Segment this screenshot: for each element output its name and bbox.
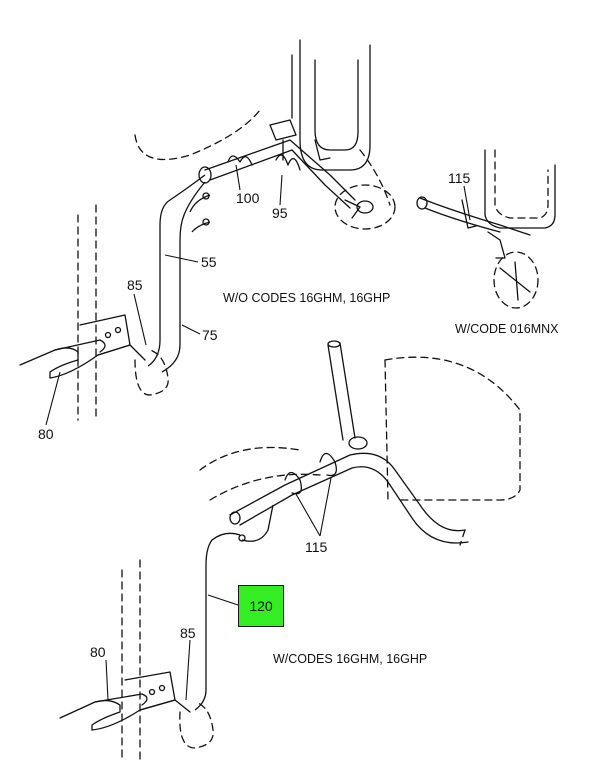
lower-frame-clip bbox=[59, 559, 214, 761]
lower-fender-assembly bbox=[199, 340, 521, 546]
callout-75: 75 bbox=[202, 327, 218, 343]
callout-55: 55 bbox=[201, 254, 217, 270]
callout-100: 100 bbox=[236, 190, 260, 206]
callout-115-side: 115 bbox=[448, 170, 471, 186]
upper-harness bbox=[147, 174, 211, 373]
callout-95: 95 bbox=[272, 205, 288, 221]
callout-85-bottom: 85 bbox=[180, 625, 196, 641]
side-detail-assembly bbox=[416, 149, 556, 309]
callout-115-lower: 115 bbox=[305, 539, 328, 555]
leader-lines bbox=[45, 164, 471, 701]
callout-80-bottom: 80 bbox=[90, 644, 106, 660]
callout-120: 120 bbox=[249, 598, 273, 614]
caption-lower: W/CODES 16GHM, 16GHP bbox=[273, 652, 428, 666]
caption-side: W/CODE 016MNX bbox=[455, 322, 559, 336]
callout-120-highlight[interactable]: 120 bbox=[238, 585, 284, 627]
upper-frame-clip bbox=[19, 204, 169, 421]
callout-85-top: 85 bbox=[127, 277, 143, 293]
upper-fender-assembly bbox=[134, 39, 396, 230]
caption-upper: W/O CODES 16GHM, 16GHP bbox=[223, 291, 391, 305]
callout-80-top: 80 bbox=[38, 426, 54, 442]
lower-harness bbox=[194, 504, 274, 711]
